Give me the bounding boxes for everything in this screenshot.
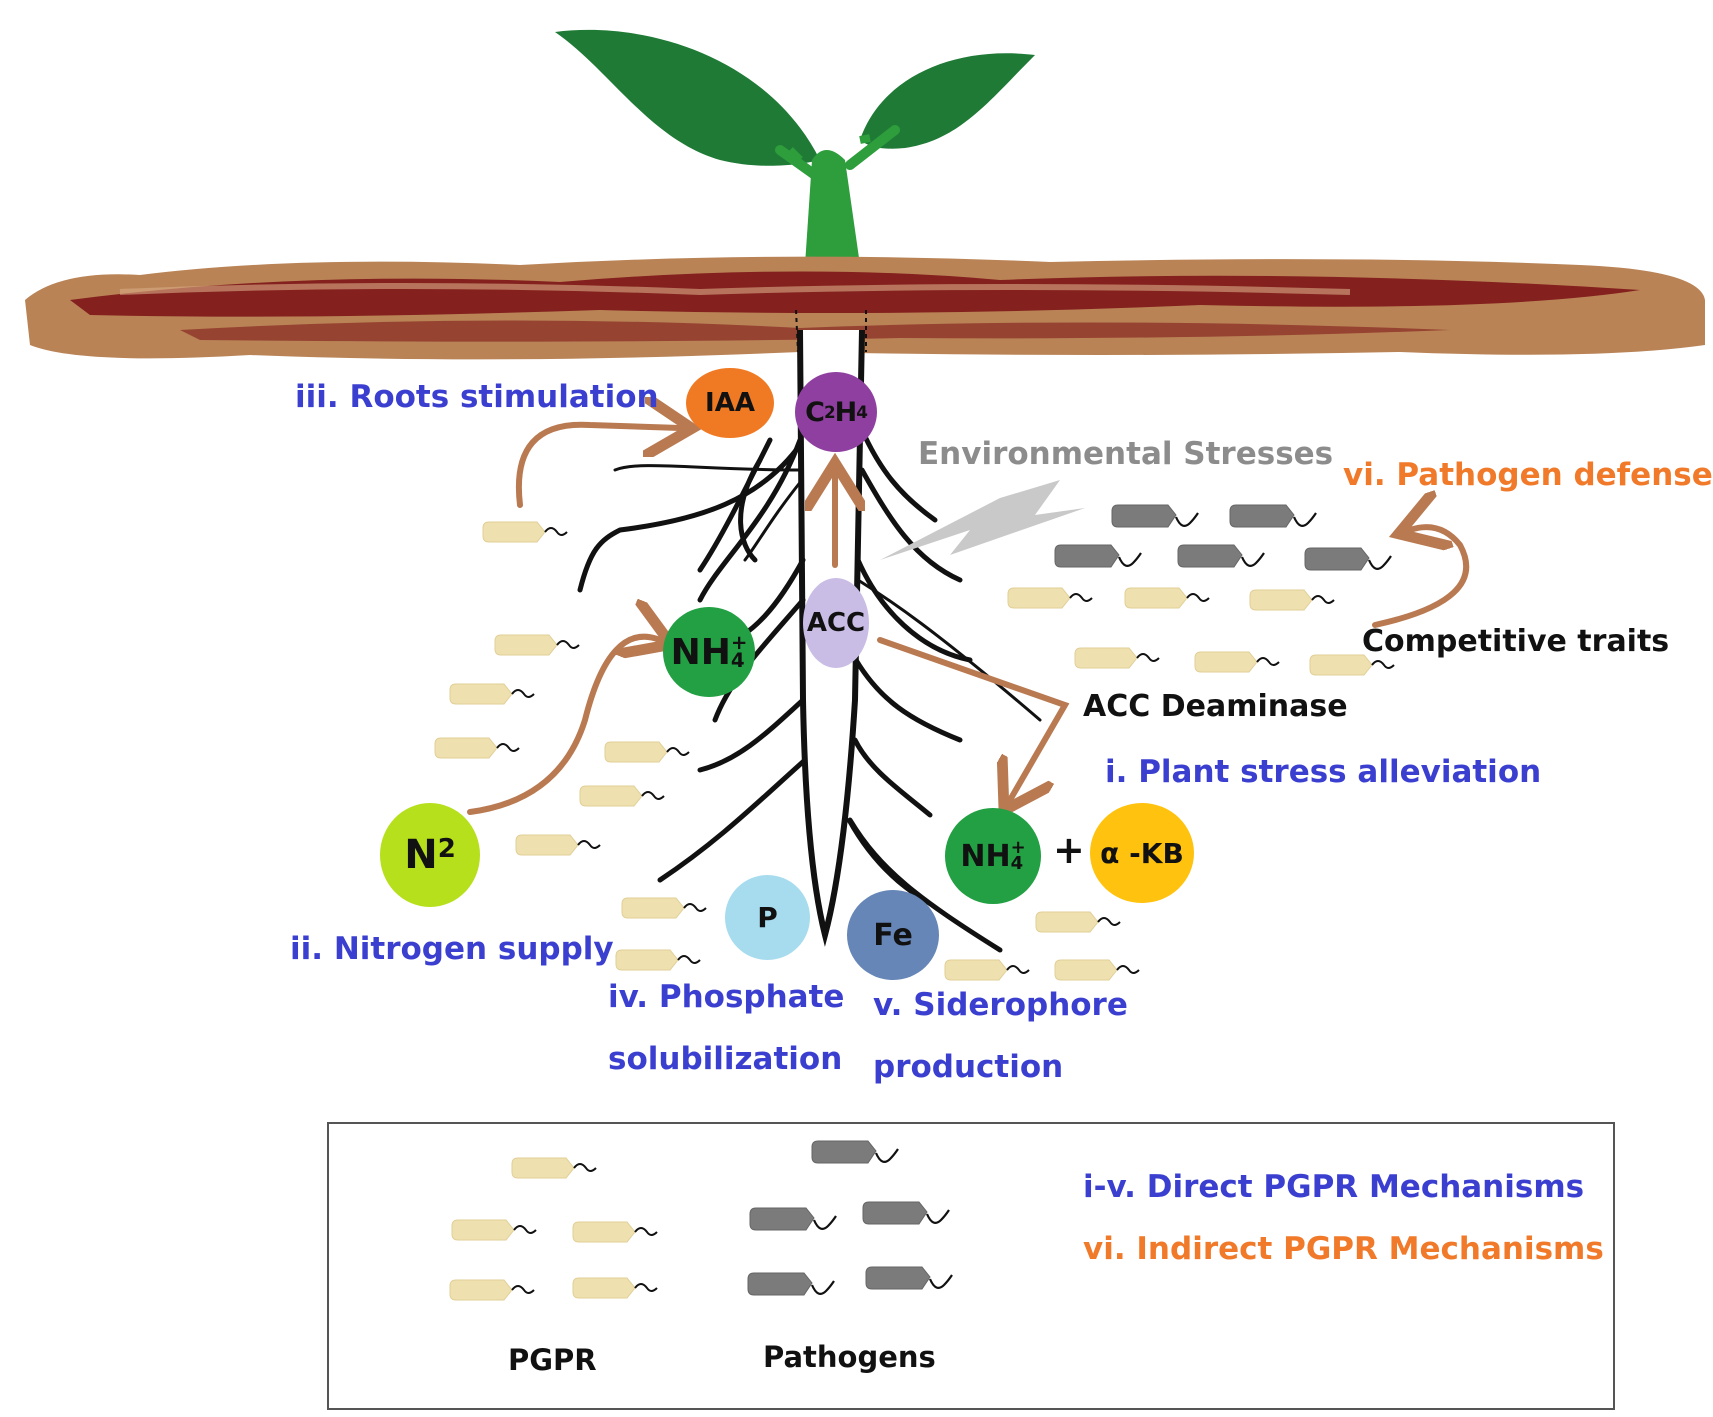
right-leaf xyxy=(860,53,1035,149)
arrow-n2-to-nh4 xyxy=(467,637,660,815)
phosphate-solubilization-label-line1: iv. Phosphate xyxy=(608,979,845,1015)
pgpr-cell xyxy=(944,959,1030,981)
phosphate-molecule: P xyxy=(725,875,810,960)
legend-direct-mechanisms: i-v. Direct PGPR Mechanisms xyxy=(1083,1169,1585,1205)
acc-label: ACC xyxy=(806,608,866,638)
legend-box xyxy=(327,1122,1615,1410)
roots-stimulation-label: iii. Roots stimulation xyxy=(295,379,659,415)
pathogen-defense-label: vi. Pathogen defense xyxy=(1343,457,1713,493)
arrow-pgpr-to-iaa xyxy=(515,425,680,508)
siderophore-production-label-line2: production xyxy=(873,1049,1064,1085)
pgpr-cell xyxy=(434,737,520,759)
nitrogen-supply-label: ii. Nitrogen supply xyxy=(290,931,614,967)
pathogen-cell xyxy=(1053,543,1143,569)
legend-pathogens-label: Pathogens xyxy=(763,1340,936,1374)
pgpr-cell xyxy=(1194,651,1280,673)
pathogen-cells xyxy=(1053,503,1393,572)
ammonium-molecule-left: NH+4 xyxy=(663,607,755,697)
pgpr-cell xyxy=(1007,587,1093,609)
legend-pgpr-label: PGPR xyxy=(508,1343,597,1377)
pgpr-cell xyxy=(515,834,601,856)
iaa-molecule: IAA xyxy=(686,368,774,438)
pgpr-cell xyxy=(1054,959,1140,981)
pgpr-cell xyxy=(621,897,707,919)
pgpr-cell xyxy=(1035,911,1121,933)
pgpr-cell xyxy=(1249,589,1335,611)
plant-stress-alleviation-label: i. Plant stress alleviation xyxy=(1105,754,1542,790)
arrow-acc-to-nh4-alpha-kb xyxy=(877,637,1070,800)
pathogen-cell xyxy=(1176,543,1266,569)
iron-molecule: Fe xyxy=(847,890,939,980)
pgpr-cell xyxy=(579,785,665,807)
pgpr-cell xyxy=(449,683,535,705)
ammonium-molecule-right: NH+4 xyxy=(945,808,1041,904)
seedling xyxy=(555,29,1035,265)
pathogen-cell xyxy=(1110,503,1200,529)
alpha-kb-label: α -KB xyxy=(1100,836,1184,870)
pgpr-cell xyxy=(494,634,580,656)
competitive-traits-label: Competitive traits xyxy=(1362,624,1670,659)
phosphate-solubilization-label-line2: solubilization xyxy=(608,1041,843,1077)
pgpr-cell xyxy=(482,521,568,543)
pgpr-cell xyxy=(604,741,690,763)
alpha-ketobutyrate-molecule: α -KB xyxy=(1090,803,1194,903)
pgpr-cell xyxy=(1074,647,1160,669)
environmental-stress-lightning xyxy=(880,480,1085,560)
pathogen-cell xyxy=(1228,503,1318,529)
acc-deaminase-label: ACC Deaminase xyxy=(1083,689,1348,724)
plus-sign: + xyxy=(1053,828,1085,872)
lateral-roots xyxy=(577,427,1042,953)
stem xyxy=(805,150,860,265)
iaa-label: IAA xyxy=(705,388,755,418)
pgpr-cell xyxy=(615,949,701,971)
iron-label: Fe xyxy=(873,917,913,953)
phosphate-label: P xyxy=(757,901,778,934)
left-leaf xyxy=(555,29,820,166)
pathogen-cell xyxy=(1303,546,1393,572)
pgpr-cell xyxy=(1124,587,1210,609)
arrow-competitive-to-pathogen-defense xyxy=(1372,527,1470,628)
legend-indirect-mechanisms: vi. Indirect PGPR Mechanisms xyxy=(1083,1231,1604,1267)
siderophore-production-label-line1: v. Siderophore xyxy=(873,987,1128,1023)
environmental-stresses-label: Environmental Stresses xyxy=(918,436,1334,472)
acc-molecule: ACC xyxy=(803,578,869,668)
